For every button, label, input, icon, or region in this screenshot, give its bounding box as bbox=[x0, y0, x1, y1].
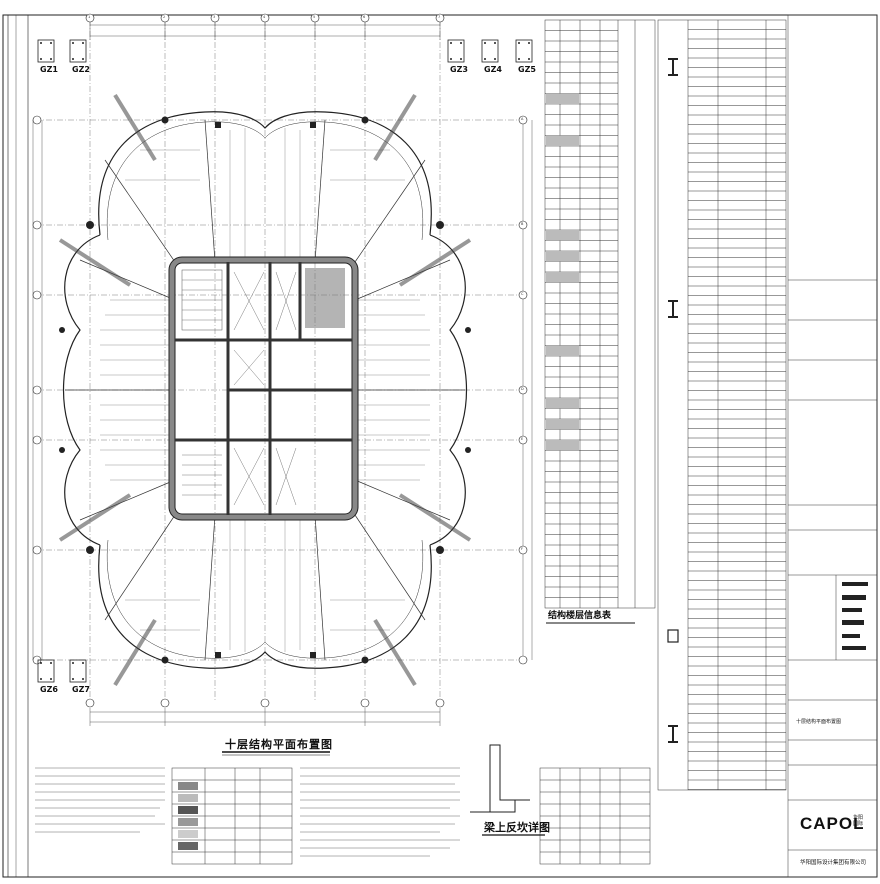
floor-table-shaded-cell bbox=[546, 440, 579, 451]
grid-bubble-label: 7 bbox=[438, 15, 441, 19]
company-logo: CAPOL bbox=[800, 814, 865, 833]
grid-bubble-label: B bbox=[521, 222, 524, 226]
floor-table-shaded-cell bbox=[546, 398, 579, 409]
titleblock-drawing-name: 十层结构平面布置图 bbox=[796, 719, 842, 725]
secondary-beams bbox=[100, 128, 430, 652]
floor-table-title: 结构楼层信息表 bbox=[548, 611, 612, 621]
floor-outline bbox=[62, 111, 468, 669]
grid-bubble-label: 1 bbox=[88, 15, 91, 19]
grid-bubble-label: 4 bbox=[263, 15, 266, 19]
legend-table bbox=[171, 767, 293, 865]
grid-bubble-label: 2 bbox=[163, 15, 166, 19]
column-label-gz4: GZ4 bbox=[484, 65, 502, 74]
grid-bubble-label: 5 bbox=[313, 15, 316, 19]
title-underlines bbox=[222, 622, 635, 836]
grid-bubble-label: F bbox=[521, 547, 524, 551]
radial-beams bbox=[65, 119, 465, 661]
beam-upturn-detail bbox=[470, 744, 530, 813]
core-walls bbox=[168, 256, 359, 521]
floor-outline-inner bbox=[106, 121, 424, 659]
company-logo-sub: 华阳国际 bbox=[853, 815, 864, 827]
column-label-gz6: GZ6 bbox=[40, 685, 58, 694]
floor-table-shaded-cell bbox=[546, 251, 579, 262]
bottom-right-table bbox=[539, 767, 651, 865]
floor-info-table bbox=[544, 19, 656, 609]
floor-table-shaded-cell bbox=[546, 230, 579, 241]
column-label-gz7: GZ7 bbox=[72, 685, 90, 694]
company-name: 华阳国际设计集团有限公司 bbox=[800, 860, 867, 866]
floor-table-shaded-cell bbox=[546, 419, 579, 430]
column-label-gz2: GZ2 bbox=[72, 65, 90, 74]
grid-bubbles-bottom bbox=[85, 698, 445, 708]
general-notes-lines bbox=[35, 767, 460, 857]
grid-bubble-label: E bbox=[521, 437, 524, 441]
grid-bubble-label: A bbox=[521, 117, 524, 121]
perimeter-columns bbox=[59, 116, 471, 664]
floor-table-shaded-cell bbox=[546, 345, 579, 356]
column-label-gz1: GZ1 bbox=[40, 65, 58, 74]
steel-section-icons bbox=[667, 58, 679, 743]
gz-rebar-dots bbox=[40, 42, 530, 680]
corner-trusses bbox=[58, 93, 472, 687]
grid-bubble-label: 3 bbox=[213, 15, 216, 19]
bottom-dimension-lines bbox=[89, 708, 441, 726]
grid-bubbles-sides bbox=[32, 115, 528, 665]
grid-bubble-label: D bbox=[521, 387, 524, 391]
floor-table-shaded-cell bbox=[546, 135, 579, 146]
steel-member-table bbox=[657, 19, 787, 791]
column-label-gz3: GZ3 bbox=[450, 65, 468, 74]
grid-bubble-label: C bbox=[521, 292, 524, 296]
drawing-title: 十层结构平面布置图 bbox=[225, 738, 333, 751]
title-block bbox=[787, 14, 878, 878]
titleblock-signatures bbox=[842, 582, 868, 650]
legend-swatches bbox=[178, 782, 198, 850]
gz-section-details bbox=[37, 39, 533, 683]
grid-bubbles-top bbox=[85, 13, 445, 23]
floor-table-shaded-cell bbox=[546, 272, 579, 283]
grid-bubble-label: 6 bbox=[363, 15, 366, 19]
beam-detail-title: 梁上反坎详图 bbox=[484, 821, 550, 834]
column-label-gz5: GZ5 bbox=[518, 65, 536, 74]
floor-table-shaded-cell bbox=[546, 93, 579, 104]
